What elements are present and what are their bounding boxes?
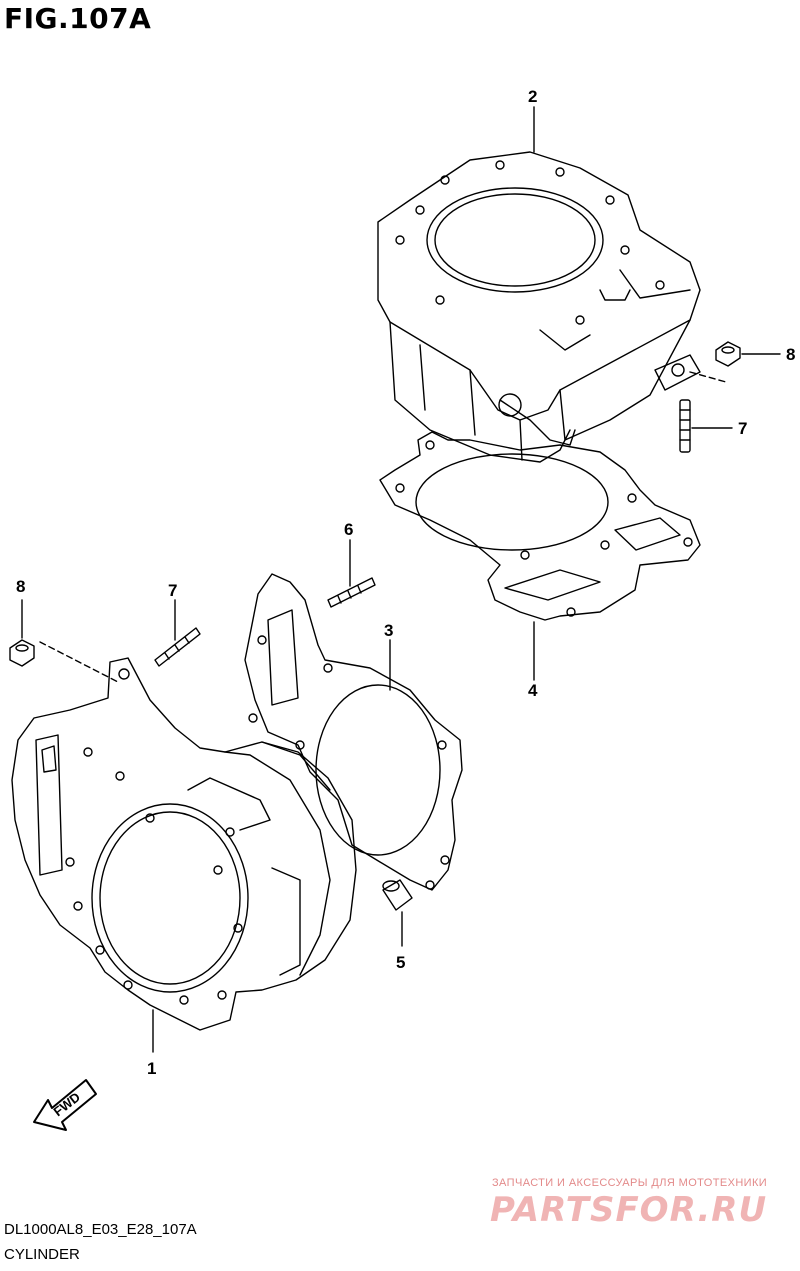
label-part-4: 4 [528, 681, 538, 700]
upper-gasket [379, 431, 701, 621]
label-part-7-lower: 7 [168, 581, 177, 600]
diagram-code: DL1000AL8_E03_E28_107A [4, 1221, 197, 1238]
label-part-3: 3 [384, 621, 393, 640]
label-part-8-lower: 8 [16, 577, 25, 596]
label-part-7-upper: 7 [738, 419, 747, 438]
label-part-5: 5 [396, 953, 405, 972]
lower-gasket [244, 573, 463, 891]
watermark-brand: PARTSFOR.RU [490, 1190, 768, 1230]
stud-upper [679, 399, 691, 453]
stud-6 [327, 577, 376, 608]
label-part-8-upper: 8 [786, 345, 795, 364]
stud-lower [154, 627, 201, 667]
lower-cylinder [11, 657, 357, 1031]
label-part-1: 1 [147, 1059, 156, 1078]
dowel-pin [382, 879, 413, 911]
label-part-2: 2 [528, 87, 537, 106]
watermark-tagline: ЗАПЧАСТИ И АКСЕССУАРЫ ДЛЯ МОТОТЕХНИКИ [492, 1177, 768, 1189]
label-part-6: 6 [344, 520, 353, 539]
nut-lower [9, 639, 35, 667]
fwd-arrow-icon [33, 1079, 97, 1131]
figure-title: FIG.107A [4, 2, 152, 35]
upper-cylinder [377, 151, 701, 463]
nut-upper [715, 341, 741, 367]
diagram-name: CYLINDER [4, 1246, 80, 1263]
